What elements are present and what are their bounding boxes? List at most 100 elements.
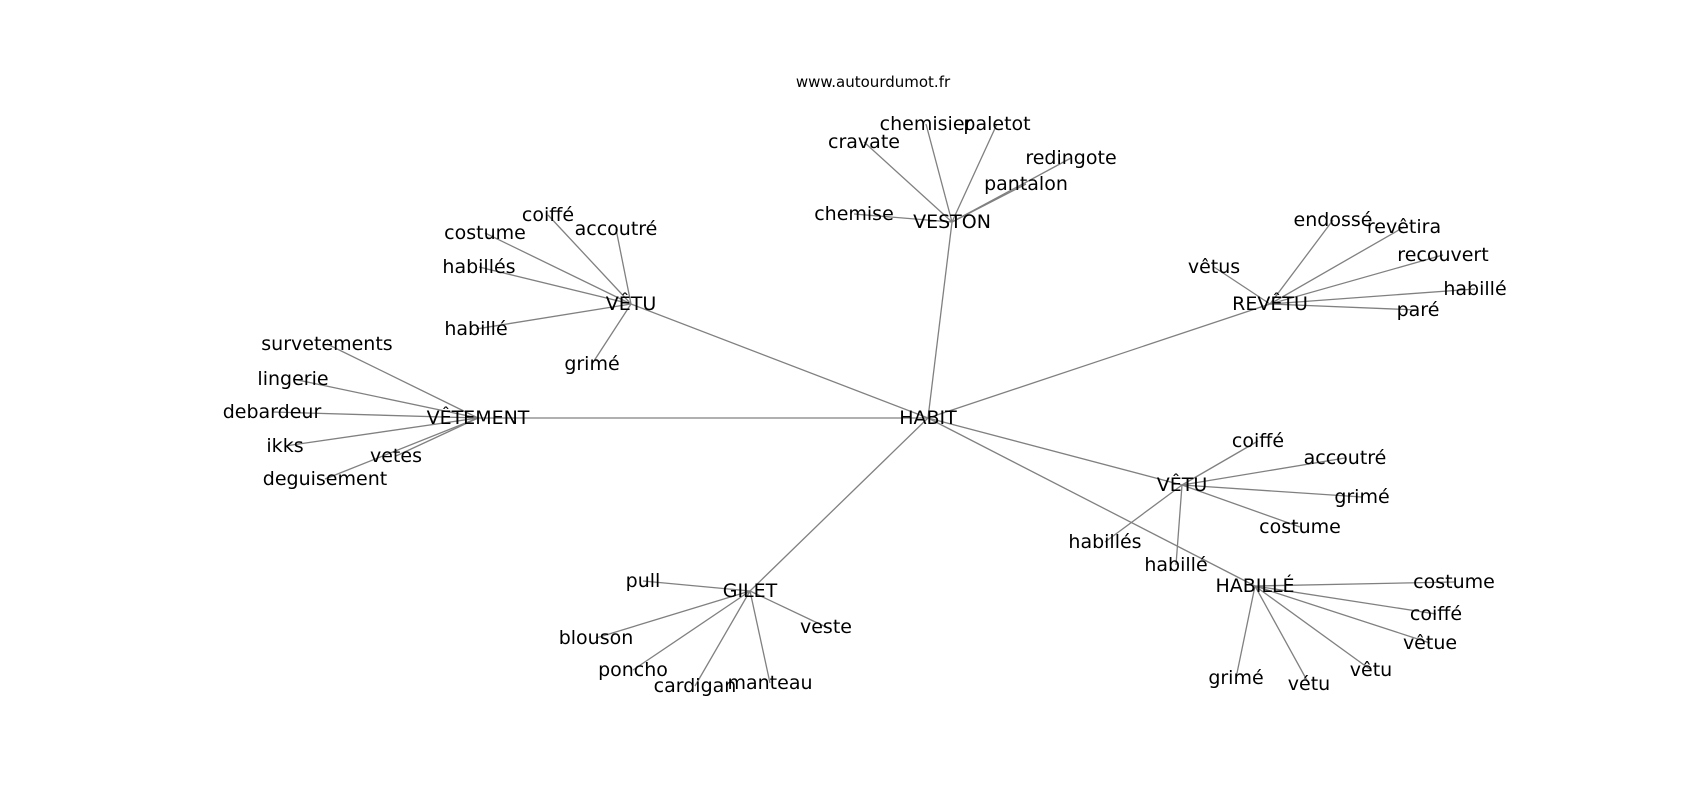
node-gilet: GILET	[723, 580, 778, 602]
edge-veston-paletot	[951, 123, 998, 223]
node-vetement-debardeur: debardeur	[223, 401, 322, 423]
node-habille-vetue: vêtue	[1403, 632, 1457, 654]
edge-revetu-endosse	[1269, 219, 1334, 305]
node-vetement-lingerie: lingerie	[257, 368, 328, 390]
edge-vetu-right-grime	[1181, 484, 1363, 498]
edge-vetement-lingerie	[292, 378, 479, 419]
edge-vetu-left-grime	[591, 303, 632, 365]
node-habille-vetu: vétu	[1288, 673, 1330, 695]
node-vetu-left-accoutre: accoutré	[575, 218, 658, 240]
edge-gilet-veste	[749, 590, 827, 628]
edge-vetu-right-costume	[1181, 484, 1301, 528]
edge-vetu-left-coiffe	[547, 214, 632, 305]
edge-revetu-revetira	[1269, 226, 1405, 305]
node-veston: VESTON	[913, 211, 991, 233]
node-vetu-left-habilles: habillés	[442, 256, 515, 278]
edge-revetu-habille	[1269, 288, 1476, 305]
node-gilet-pull: pull	[626, 570, 661, 592]
node-revetu-endosse: endossé	[1294, 209, 1373, 231]
edge-veston-chemise	[853, 213, 953, 223]
node-habille-coiffe: coiffé	[1410, 603, 1462, 625]
edge-vetu-left-accoutre	[615, 228, 632, 305]
edge-habit-revetu	[927, 303, 1271, 419]
edge-vetu-right-coiffe	[1181, 440, 1259, 486]
node-vetement-ikks: ikks	[266, 435, 303, 457]
edge-habille-vetue	[1254, 585, 1431, 644]
node-habille-grime: grimé	[1208, 667, 1263, 689]
node-vetu-right-grime: grimé	[1334, 486, 1389, 508]
edge-vetu-right-habille	[1175, 484, 1183, 566]
edge-habille-vetu	[1254, 585, 1372, 671]
edge-revetu-recouvert	[1269, 254, 1444, 305]
edge-habille-vetu	[1254, 585, 1310, 685]
edge-vetu-right-accoutre	[1181, 457, 1346, 486]
edge-gilet-poncho	[632, 590, 751, 671]
node-revetu: REVÊTU	[1232, 292, 1308, 315]
node-habille: HABILLÉ	[1215, 574, 1294, 597]
node-revetu-revetira: revêtira	[1367, 216, 1441, 238]
node-gilet-manteau: manteau	[727, 672, 812, 694]
node-vetu-left-habille: habillé	[444, 318, 507, 340]
edge-revetu-vetus	[1213, 266, 1271, 305]
edge-habille-grime	[1235, 585, 1256, 679]
edge-gilet-manteau	[749, 590, 771, 684]
node-vetu-left-grime: grimé	[564, 353, 619, 375]
edge-vetu-left-habilles	[478, 266, 632, 305]
edge-gilet-blouson	[595, 590, 751, 639]
edge-habit-habille	[927, 417, 1256, 587]
edge-veston-cravate	[863, 141, 953, 223]
edge-habit-veston	[927, 221, 953, 419]
edge-vetu-left-habille	[475, 303, 632, 330]
edge-veston-pantalon	[951, 183, 1027, 223]
edge-habit-vetu-left	[630, 303, 929, 419]
edge-gilet-cardigan	[694, 590, 751, 687]
edge-vetement-deguisement	[324, 417, 479, 480]
edge-vetement-survetements	[326, 343, 479, 419]
node-habille-costume: costume	[1413, 571, 1495, 593]
node-vetu-left-costume: costume	[444, 222, 526, 244]
graph-edges	[271, 123, 1476, 687]
node-vetu-right-habille: habillé	[1144, 554, 1207, 576]
node-gilet-blouson: blouson	[559, 627, 634, 649]
node-vetement: VÊTEMENT	[427, 406, 530, 429]
watermark-text: www.autourdumot.fr	[796, 73, 951, 91]
edge-veston-chemisier	[925, 123, 953, 223]
node-gilet-cardigan: cardigan	[654, 675, 737, 697]
node-veston-paletot: paletot	[963, 113, 1030, 135]
edge-vetement-ikks	[284, 417, 479, 447]
edge-habit-vetu-right	[927, 417, 1183, 486]
node-veston-pantalon: pantalon	[984, 173, 1068, 195]
edge-revetu-pare	[1269, 303, 1419, 311]
node-revetu-vetus: vêtus	[1188, 256, 1240, 278]
node-gilet-poncho: poncho	[598, 659, 668, 681]
edge-vetement-debardeur	[271, 411, 479, 419]
node-vetu-right-accoutre: accoutré	[1304, 447, 1387, 469]
node-vetement-vetes: vetes	[370, 445, 422, 467]
node-vetement-deguisement: deguisement	[263, 468, 387, 490]
node-vetu-right-habilles: habillés	[1068, 531, 1141, 553]
node-gilet-veste: veste	[800, 616, 852, 638]
node-habille-vetu: vêtu	[1350, 659, 1392, 681]
node-vetu-right-costume: costume	[1259, 516, 1341, 538]
node-vetu-right: VÊTU	[1157, 473, 1208, 496]
node-revetu-recouvert: recouvert	[1397, 244, 1488, 266]
node-veston-cravate: cravate	[828, 131, 900, 153]
edge-gilet-pull	[642, 580, 751, 592]
edge-habille-coiffe	[1254, 585, 1437, 615]
node-veston-chemisier: chemisier	[880, 113, 973, 135]
edge-vetement-vetes	[395, 417, 479, 457]
edge-vetu-left-costume	[484, 232, 632, 305]
node-vetu-right-coiffe: coiffé	[1232, 430, 1284, 452]
edge-habille-costume	[1254, 581, 1455, 587]
node-vetement-survetements: survetements	[261, 333, 392, 355]
node-vetu-left: VÊTU	[606, 292, 657, 315]
edge-habit-gilet	[749, 417, 929, 592]
node-habit: HABIT	[899, 407, 957, 429]
node-revetu-pare: paré	[1397, 299, 1440, 321]
node-veston-chemise: chemise	[814, 203, 894, 225]
node-revetu-habille: habillé	[1443, 278, 1506, 300]
node-veston-redingote: redingote	[1025, 147, 1116, 169]
node-vetu-left-coiffe: coiffé	[522, 204, 574, 226]
